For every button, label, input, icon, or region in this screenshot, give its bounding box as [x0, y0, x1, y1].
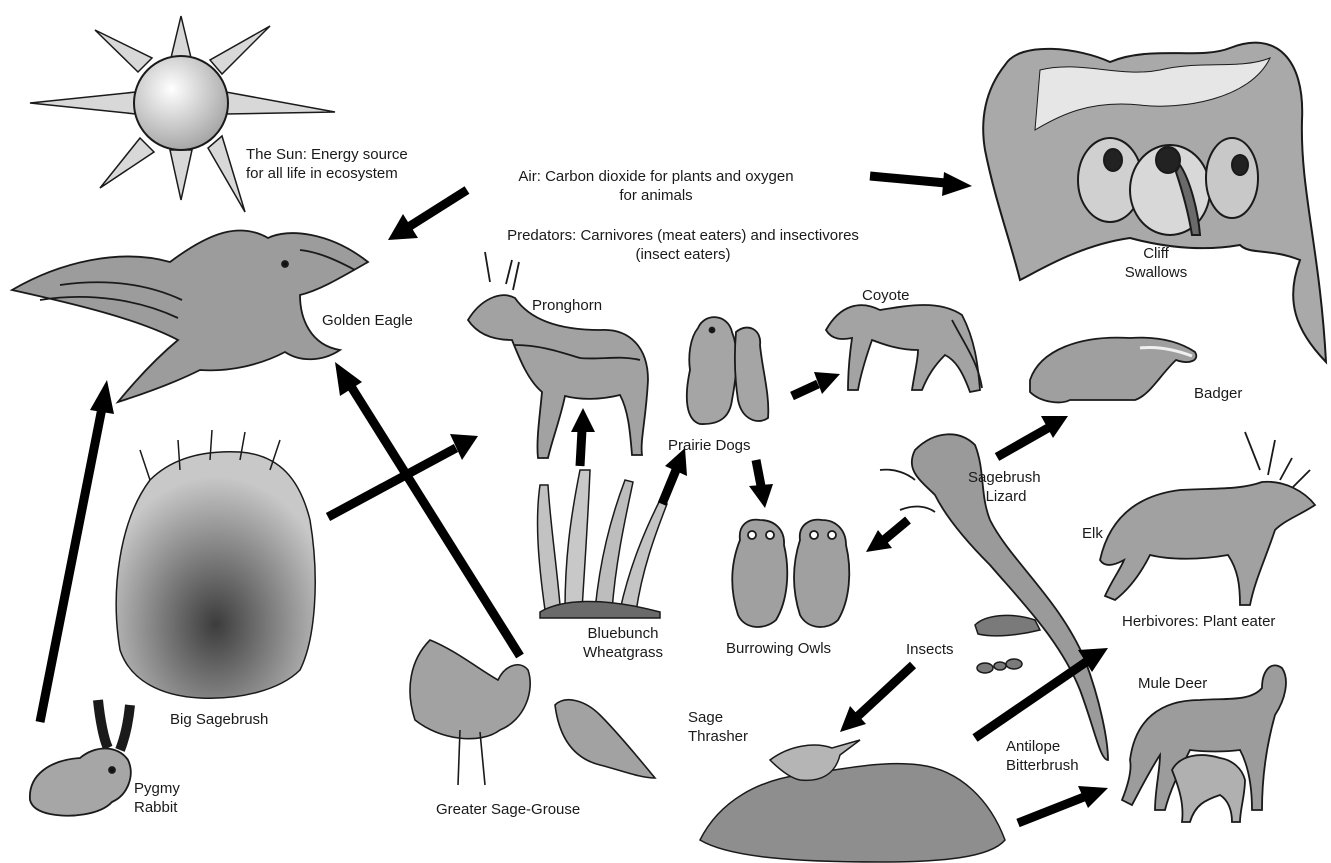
golden-eagle-icon — [12, 230, 368, 402]
big-sagebrush-label: Big Sagebrush — [170, 710, 268, 729]
cliff-icon — [983, 43, 1326, 362]
arrow-air-to-eagle — [388, 190, 467, 240]
arrow-prairie-dogs-to-owls — [749, 460, 773, 508]
pronghorn-label: Pronghorn — [532, 296, 602, 315]
pygmy-rabbit-label: Pygmy Rabbit — [134, 779, 180, 817]
predators-label-line-2: (insect eaters) — [460, 245, 906, 264]
arrow-insects-to-thrasher — [840, 665, 913, 732]
big-sagebrush-icon — [116, 430, 315, 698]
insects-icon — [975, 615, 1040, 673]
cliff-swallows-label: Cliff Swallows — [1116, 244, 1196, 282]
arrow-wheatgrass-to-prairie-dogs — [662, 448, 687, 504]
air-label: Air: Carbon dioxide for plants and oxyge… — [484, 167, 828, 205]
coyote-label: Coyote — [862, 286, 910, 305]
badger-label: Badger — [1194, 384, 1242, 403]
sun-label: The Sun: Energy source for all life in e… — [246, 145, 408, 183]
bluebunch-wheatgrass-label-line-1: Bluebunch — [572, 624, 674, 643]
badger-icon — [1030, 338, 1196, 403]
cliff-swallows-label-line-1: Cliff — [1116, 244, 1196, 263]
elk-icon — [1100, 432, 1315, 605]
predators-label-line-1: Predators: Carnivores (meat eaters) and … — [460, 226, 906, 245]
arrow-bitterbrush-to-mule-deer — [1018, 786, 1108, 823]
sun-label-line-2: for all life in ecosystem — [246, 164, 408, 183]
greater-sage-grouse-label: Greater Sage-Grouse — [436, 800, 580, 819]
antelope-bitterbrush-label-line-2: Bitterbrush — [1006, 756, 1079, 775]
coyote-icon — [826, 305, 982, 392]
antelope-bitterbrush-icon — [700, 740, 1005, 862]
bluebunch-wheatgrass-label: Bluebunch Wheatgrass — [572, 624, 674, 662]
bluebunch-wheatgrass-label-line-2: Wheatgrass — [572, 643, 674, 662]
burrowing-owls-icon — [732, 520, 849, 627]
arrow-lizard-to-owls — [866, 520, 908, 552]
bluebunch-wheatgrass-icon — [538, 470, 667, 618]
golden-eagle-label: Golden Eagle — [322, 311, 413, 330]
sagebrush-lizard-label-line-1: Sagebrush — [968, 468, 1044, 487]
herbivores-label: Herbivores: Plant eater — [1122, 612, 1275, 631]
elk-label: Elk — [1082, 524, 1103, 543]
arrow-prairie-dogs-to-coyote — [792, 372, 840, 396]
pygmy-rabbit-label-line-1: Pygmy — [134, 779, 180, 798]
insects-label: Insects — [906, 640, 954, 659]
arrow-sagebrush-to-pronghorn — [328, 434, 478, 517]
pronghorn-icon — [468, 252, 648, 458]
antelope-bitterbrush-label-line-1: Antilope — [1006, 737, 1079, 756]
air-label-line-1: Air: Carbon dioxide for plants and oxyge… — [484, 167, 828, 186]
cliff-swallows-label-line-2: Swallows — [1116, 263, 1196, 282]
prairie-dogs-icon — [687, 317, 769, 424]
antelope-bitterbrush-label: Antilope Bitterbrush — [1006, 737, 1079, 775]
sun-label-line-1: The Sun: Energy source — [246, 145, 408, 164]
sage-thrasher-label: Sage Thrasher — [688, 708, 748, 746]
arrow-rabbit-to-eagle — [40, 380, 114, 722]
sage-thrasher-label-line-2: Thrasher — [688, 727, 748, 746]
arrow-wheatgrass-to-pronghorn — [571, 408, 595, 466]
arrow-air-to-cliff — [870, 172, 972, 196]
pygmy-rabbit-label-line-2: Rabbit — [134, 798, 180, 817]
mule-deer-label: Mule Deer — [1138, 674, 1207, 693]
sage-thrasher-label-line-1: Sage — [688, 708, 748, 727]
arrow-grouse-to-eagle — [335, 362, 520, 656]
arrow-lizard-to-badger — [997, 416, 1068, 457]
sagebrush-lizard-label-line-2: Lizard — [968, 487, 1044, 506]
sagebrush-lizard-label: Sagebrush Lizard — [968, 468, 1044, 506]
prairie-dogs-label: Prairie Dogs — [668, 436, 751, 455]
predators-label: Predators: Carnivores (meat eaters) and … — [460, 226, 906, 264]
air-label-line-2: for animals — [484, 186, 828, 205]
burrowing-owls-label: Burrowing Owls — [726, 639, 831, 658]
